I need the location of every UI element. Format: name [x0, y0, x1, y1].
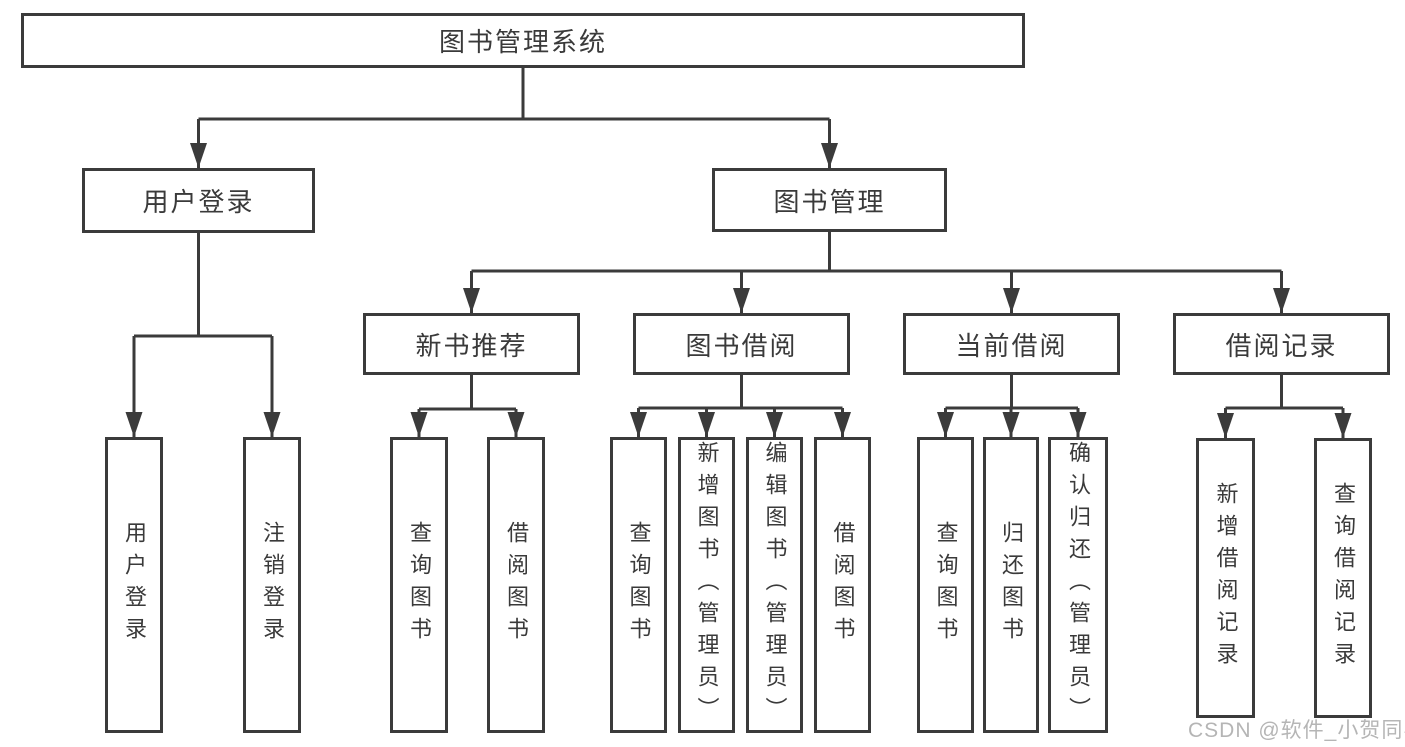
node-current-borrow: 当前借阅 — [903, 313, 1120, 375]
leaf-logout-label: 注销登录 — [260, 521, 285, 649]
node-book-mgmt-label: 图书管理 — [773, 186, 886, 217]
leaf-bb-query-books: 查询图书 — [610, 437, 667, 733]
node-root-label: 图书管理系统 — [438, 27, 607, 57]
leaf-bb-query-books-label: 查询图书 — [626, 521, 652, 649]
node-borrow-records-label: 借阅记录 — [1225, 330, 1338, 361]
leaf-rec-query-books-label: 查询图书 — [407, 521, 432, 649]
csdn-watermark: CSDN @软件_小贺同学 — [1188, 719, 1405, 742]
node-current-borrow-label: 当前借阅 — [955, 330, 1068, 361]
leaf-cb-query-books-label: 查询图书 — [933, 521, 959, 649]
node-book-borrow: 图书借阅 — [633, 313, 850, 375]
leaf-rec-borrow-books: 借阅图书 — [487, 437, 545, 733]
leaf-cb-return-books-label: 归还图书 — [999, 521, 1024, 649]
leaf-rec-query-books: 查询图书 — [390, 437, 448, 733]
node-root: 图书管理系统 — [21, 13, 1025, 68]
leaf-rec-borrow-books-label: 借阅图书 — [504, 521, 529, 649]
leaf-br-query-record-label: 查询借阅记录 — [1331, 482, 1356, 674]
leaf-cb-query-books: 查询图书 — [917, 437, 974, 733]
leaf-br-add-record-label: 新增借阅记录 — [1213, 482, 1239, 674]
node-new-book-rec-label: 新书推荐 — [415, 330, 528, 361]
node-book-mgmt: 图书管理 — [712, 168, 947, 232]
node-borrow-records: 借阅记录 — [1173, 313, 1390, 375]
leaf-bb-borrow-books-label: 借阅图书 — [830, 521, 856, 649]
leaf-cb-confirm-return: 确认归还（管理员） — [1048, 437, 1108, 733]
node-book-borrow-label: 图书借阅 — [685, 330, 798, 361]
leaf-bb-borrow-books: 借阅图书 — [814, 437, 871, 733]
node-new-book-rec: 新书推荐 — [363, 313, 580, 375]
leaf-user-login-label: 用户登录 — [122, 521, 147, 649]
leaf-logout: 注销登录 — [243, 437, 301, 733]
node-user-login: 用户登录 — [82, 168, 315, 233]
leaf-bb-add-books-label: 新增图书（管理员） — [694, 441, 720, 729]
leaf-bb-add-books: 新增图书（管理员） — [678, 437, 735, 733]
leaf-user-login: 用户登录 — [105, 437, 163, 733]
leaf-cb-confirm-return-label: 确认归还（管理员） — [1066, 441, 1091, 729]
leaf-br-add-record: 新增借阅记录 — [1196, 438, 1255, 718]
leaf-br-query-record: 查询借阅记录 — [1314, 438, 1372, 718]
leaf-bb-edit-books-label: 编辑图书（管理员） — [762, 441, 788, 729]
leaf-bb-edit-books: 编辑图书（管理员） — [746, 437, 803, 733]
node-user-login-label: 用户登录 — [142, 187, 255, 217]
leaf-cb-return-books: 归还图书 — [983, 437, 1039, 733]
